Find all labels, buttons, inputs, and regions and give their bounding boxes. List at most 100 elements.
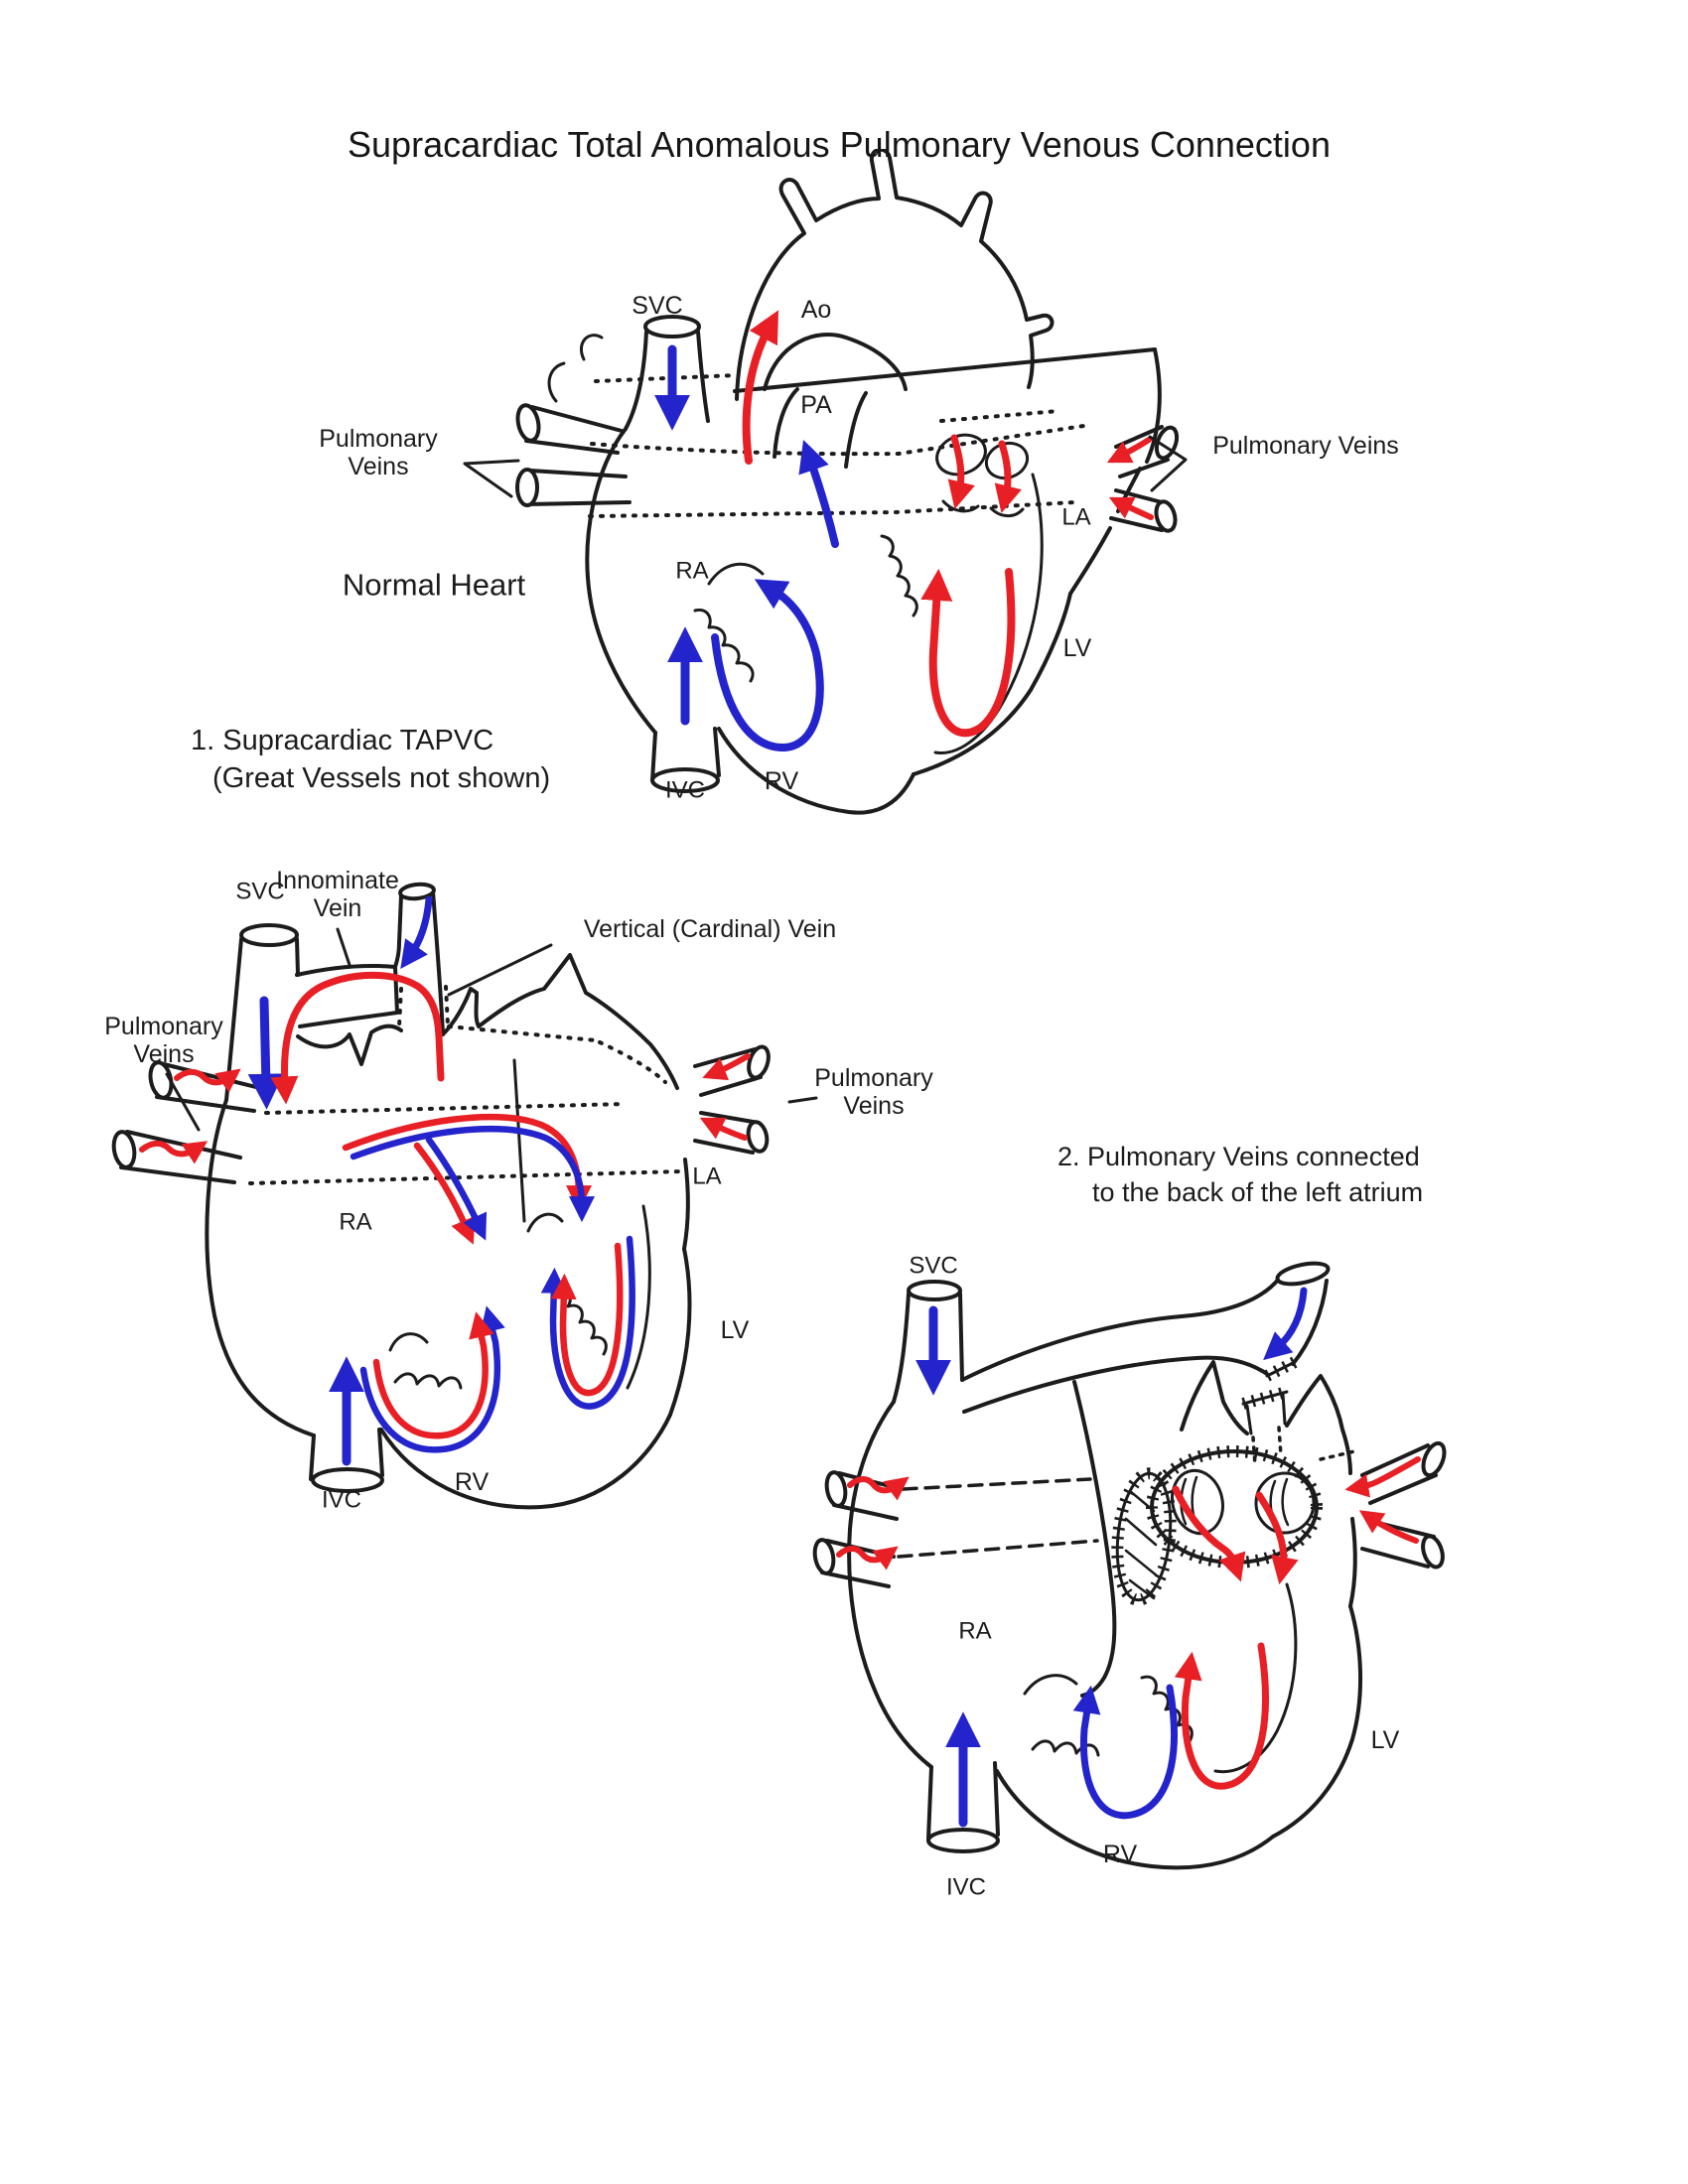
left-vein-arrow-2 xyxy=(139,1140,209,1164)
la-right-edge xyxy=(682,1158,690,1251)
stump-dotted-right xyxy=(1277,1426,1283,1457)
la-right-edge xyxy=(1348,1517,1357,1608)
right-lower-vein-opening xyxy=(1421,1534,1445,1570)
label-lv-normal: LV xyxy=(1062,634,1092,662)
lv-septal-trabeculae xyxy=(880,534,918,617)
dotted-line-1 xyxy=(594,373,739,383)
ivc-opening xyxy=(926,1828,1000,1853)
left-vein-arrow-2 xyxy=(836,1546,899,1570)
right-veins-leader xyxy=(787,1096,818,1104)
rv-trabeculae xyxy=(1031,1739,1100,1757)
mixed-flow-arc-blue xyxy=(350,1125,595,1223)
la-right-edge xyxy=(1068,347,1162,596)
caption-normal-heart: Normal Heart xyxy=(342,567,526,603)
label-pulmonary-veins-left-tapvc: Pulmonary Veins xyxy=(104,1013,223,1068)
left-lower-vein-opening xyxy=(812,1538,836,1575)
svc-vessel xyxy=(547,315,710,431)
svc-flow-arrow xyxy=(247,996,284,1110)
svc-right-edge xyxy=(295,937,300,977)
svc-left-edge xyxy=(892,1292,911,1404)
dotted-right-of-circle xyxy=(1319,1449,1356,1461)
tricuspid-curve xyxy=(388,1332,429,1352)
label-ivc-repaired: IVC xyxy=(945,1873,987,1901)
right-upper-vein xyxy=(1360,1443,1438,1505)
dashed-hidden-structures xyxy=(897,1449,1356,1559)
pulmonary-vein-tubes xyxy=(812,1440,1447,1588)
lv-inner-wall xyxy=(1213,1582,1298,1774)
dashed-line-upper xyxy=(902,1477,1092,1491)
innominate-lower-edge xyxy=(298,1011,399,1028)
anastomosis-suture-ticks xyxy=(1146,1445,1323,1569)
rv-trabeculae xyxy=(693,608,755,683)
anastomosis-flow-right xyxy=(1255,1491,1299,1585)
caption-2-line1: 2. Pulmonary Veins connected xyxy=(1057,1142,1420,1171)
label-leader-lines xyxy=(165,927,818,1132)
svc-and-innominate xyxy=(224,882,445,1102)
ostium-arc-2 xyxy=(989,506,1025,518)
repaired-heart-diagram xyxy=(812,1261,1447,1870)
ligature-suture-ticks-2 xyxy=(1241,1386,1289,1410)
right-vein-arrow-1 xyxy=(1344,1456,1421,1498)
tricuspid-branch-red xyxy=(413,1142,476,1245)
la-top-edge xyxy=(441,953,679,1090)
label-pa-normal: PA xyxy=(800,391,832,419)
rv-loop-arrow xyxy=(711,579,824,752)
rv-loop-red xyxy=(372,1311,494,1439)
caption-2-line2: to the back of the left atrium xyxy=(1092,1177,1424,1207)
vein-stump-sides xyxy=(1245,1392,1287,1435)
atrial-appendage-scallop-2 xyxy=(579,334,604,361)
blood-flow-arrows xyxy=(654,310,1154,752)
innominate-upper-edge xyxy=(960,1277,1281,1382)
la-inflow-arrow-1 xyxy=(947,434,975,509)
septal-line xyxy=(512,1058,526,1223)
hatched-patch-ticks xyxy=(1111,1467,1177,1606)
label-ra-repaired: RA xyxy=(958,1617,992,1645)
confluence-dotted-top xyxy=(447,1024,598,1042)
vertical-vein-right-edge xyxy=(431,889,445,1036)
right-vein-arrow-2 xyxy=(699,1117,748,1141)
blood-flow-arrows xyxy=(139,895,751,1466)
dotted-la-roof xyxy=(939,409,1060,423)
dotted-line-2 xyxy=(590,423,1092,457)
dotted-line-lower xyxy=(248,1169,683,1185)
pulmonary-veins-left-line2: Veins xyxy=(348,453,409,480)
rv-trabeculae xyxy=(393,1372,463,1390)
dotted-hidden-structures xyxy=(248,985,683,1185)
confluence-dotted-right xyxy=(444,985,450,1026)
svc-opening xyxy=(643,315,701,339)
atrial-roof-line xyxy=(733,347,1157,393)
mitral-curve xyxy=(526,1212,564,1233)
label-vertical-cardinal-vein: Vertical (Cardinal) Vein xyxy=(583,915,837,943)
page-title: Supracardiac Total Anomalous Pulmonary V… xyxy=(348,124,1331,165)
svc-opening xyxy=(239,923,299,947)
label-svc-tapvc: SVC xyxy=(235,878,285,905)
right-veins-bracket xyxy=(1148,435,1188,492)
heart-body-outline xyxy=(205,953,692,1510)
label-la-tapvc: LA xyxy=(692,1162,722,1190)
label-ra-normal: RA xyxy=(675,557,709,585)
svc-left-edge xyxy=(624,330,648,431)
caption-1-line1: 1. Supracardiac TAPVC xyxy=(191,725,494,756)
ivc-opening xyxy=(650,767,720,793)
label-pulmonary-veins-right-normal: Pulmonary Veins xyxy=(1212,432,1399,460)
aortic-arch-inner-dome xyxy=(763,333,908,391)
lv-loop-arrow xyxy=(1174,1642,1269,1790)
ligated-vein-arrow xyxy=(1263,1287,1308,1361)
vertical-vein-opening xyxy=(1275,1261,1331,1287)
lv-inner-wall xyxy=(933,473,1044,754)
label-brackets xyxy=(463,435,1188,498)
innominate-leader xyxy=(336,927,352,967)
lv-right-edge xyxy=(668,1247,692,1417)
label-ivc-normal: IVC xyxy=(664,776,706,804)
hatched-patch-lines xyxy=(1124,1489,1160,1600)
dotted-line-upper xyxy=(264,1102,628,1115)
dotted-hidden-structures xyxy=(588,373,1092,518)
pulmonary-veins-left-line1: Pulmonary xyxy=(319,425,438,453)
right-lower-vein xyxy=(1109,488,1168,532)
label-pulmonary-veins-right-tapvc: Pulmonary Veins xyxy=(814,1064,933,1120)
right-upper-vein-opening xyxy=(1421,1440,1447,1478)
ivc-right-edge xyxy=(377,1428,384,1477)
rv-bottom-edge xyxy=(717,727,915,815)
label-lv-repaired: LV xyxy=(1370,1726,1400,1754)
label-svc-repaired: SVC xyxy=(909,1252,958,1280)
